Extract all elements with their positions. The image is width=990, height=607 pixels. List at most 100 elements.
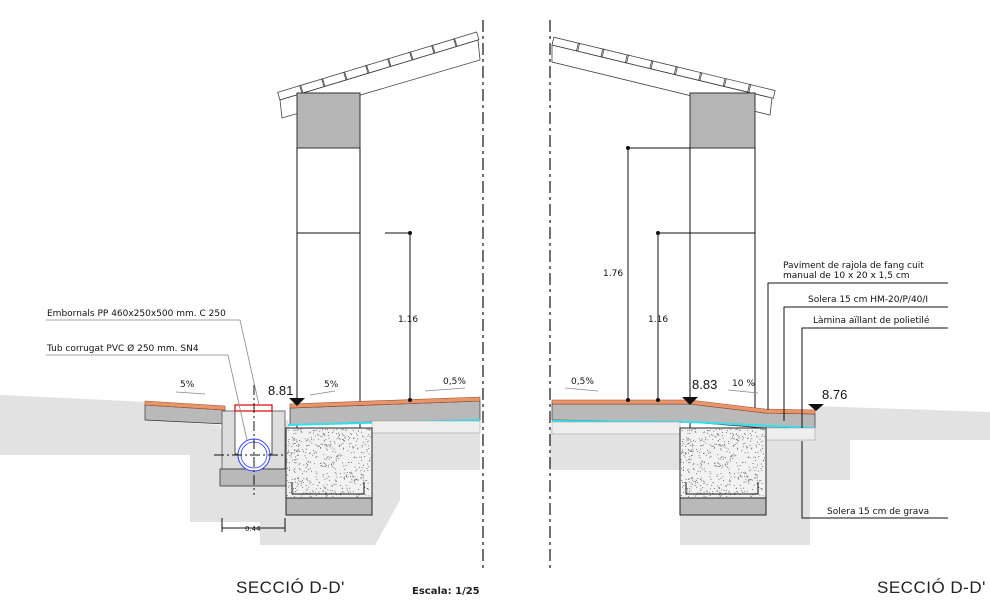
concrete-speckle — [295, 429, 297, 431]
concrete-speckle — [342, 490, 344, 492]
roof-tile — [299, 78, 326, 94]
concrete-speckle — [726, 461, 728, 463]
concrete-speckle — [729, 473, 731, 475]
concrete-speckle — [727, 483, 729, 485]
concrete-speckle — [690, 440, 692, 442]
concrete-speckle — [699, 471, 701, 473]
concrete-speckle — [684, 452, 686, 454]
gravel-bed — [371, 420, 481, 434]
concrete-speckle — [748, 480, 750, 482]
concrete-speckle — [334, 440, 336, 442]
paving-strip — [289, 396, 481, 409]
concrete-speckle — [296, 455, 298, 457]
concrete-speckle — [721, 489, 723, 491]
concrete-speckle — [348, 439, 350, 441]
concrete-speckle — [305, 440, 307, 442]
concrete-speckle — [729, 483, 731, 485]
concrete-speckle — [688, 479, 690, 481]
concrete-speckle — [688, 471, 690, 473]
concrete-speckle — [741, 435, 743, 437]
concrete-speckle — [754, 456, 756, 458]
concrete-speckle — [320, 435, 322, 437]
roof-tile — [365, 58, 392, 74]
concrete-speckle — [298, 479, 300, 481]
concrete-speckle — [366, 450, 368, 452]
concrete-speckle — [296, 485, 298, 487]
concrete-speckle — [311, 454, 313, 456]
concrete-speckle — [762, 428, 764, 430]
concrete-speckle — [362, 482, 364, 484]
concrete-speckle — [709, 444, 711, 446]
concrete-speckle — [751, 479, 753, 481]
concrete-speckle — [287, 452, 289, 454]
concrete-speckle — [742, 443, 744, 445]
concrete-speckle — [744, 442, 746, 444]
concrete-speckle — [362, 475, 364, 477]
concrete-speckle — [302, 449, 304, 451]
concrete-speckle — [368, 434, 370, 436]
concrete-speckle — [729, 458, 731, 460]
concrete-speckle — [326, 473, 328, 475]
concrete-speckle — [688, 478, 690, 480]
concrete-speckle — [290, 482, 292, 484]
concrete-speckle — [699, 448, 701, 450]
concrete-speckle — [333, 448, 335, 450]
concrete-speckle — [349, 481, 351, 483]
concrete-speckle — [344, 436, 346, 438]
concrete-speckle — [751, 434, 753, 436]
concrete-speckle — [755, 467, 757, 469]
concrete-speckle — [693, 481, 695, 483]
concrete-speckle — [688, 481, 690, 483]
concrete-speckle — [684, 482, 686, 484]
concrete-speckle — [368, 447, 370, 449]
concrete-speckle — [741, 450, 743, 452]
height-dim-label: 1.16 — [648, 315, 668, 325]
concrete-speckle — [294, 458, 296, 460]
concrete-speckle — [310, 470, 312, 472]
concrete-speckle — [334, 479, 336, 481]
concrete-speckle — [315, 435, 317, 437]
concrete-speckle — [727, 430, 729, 432]
concrete-speckle — [751, 496, 753, 498]
concrete-speckle — [369, 460, 371, 462]
concrete-speckle — [690, 449, 692, 451]
concrete-speckle — [294, 471, 296, 473]
concrete-speckle — [761, 482, 763, 484]
concrete-speckle — [718, 458, 720, 460]
concrete-speckle — [724, 464, 726, 466]
concrete-speckle — [694, 431, 696, 433]
concrete-speckle — [719, 428, 721, 430]
concrete-speckle — [348, 461, 350, 463]
concrete-speckle — [733, 484, 735, 486]
concrete-speckle — [290, 452, 292, 454]
concrete-speckle — [296, 489, 298, 491]
concrete-speckle — [343, 465, 345, 467]
paving-label: Paviment de rajola de fang cuit — [783, 261, 924, 271]
concrete-speckle — [305, 471, 307, 473]
concrete-speckle — [288, 439, 290, 441]
concrete-speckle — [296, 429, 298, 431]
concrete-speckle — [692, 439, 694, 441]
concrete-speckle — [687, 469, 689, 471]
concrete-speckle — [751, 488, 753, 490]
concrete-speckle — [319, 445, 321, 447]
concrete-speckle — [732, 435, 734, 437]
concrete-speckle — [696, 451, 698, 453]
concrete-speckle — [688, 450, 690, 452]
concrete-speckle — [368, 466, 370, 468]
concrete-speckle — [689, 462, 691, 464]
concrete-speckle — [754, 477, 756, 479]
roof-tile — [673, 66, 703, 82]
concrete-speckle — [320, 462, 322, 464]
concrete-speckle — [692, 464, 694, 466]
roof-tile — [453, 31, 480, 48]
concrete-speckle — [723, 456, 725, 458]
concrete-speckle — [315, 494, 317, 496]
concrete-speckle — [727, 448, 729, 450]
concrete-speckle — [680, 467, 682, 469]
concrete-speckle — [740, 474, 742, 476]
concrete-speckle — [346, 487, 348, 489]
concrete-speckle — [357, 434, 359, 436]
concrete-speckle — [726, 495, 728, 497]
concrete-speckle — [752, 462, 754, 464]
